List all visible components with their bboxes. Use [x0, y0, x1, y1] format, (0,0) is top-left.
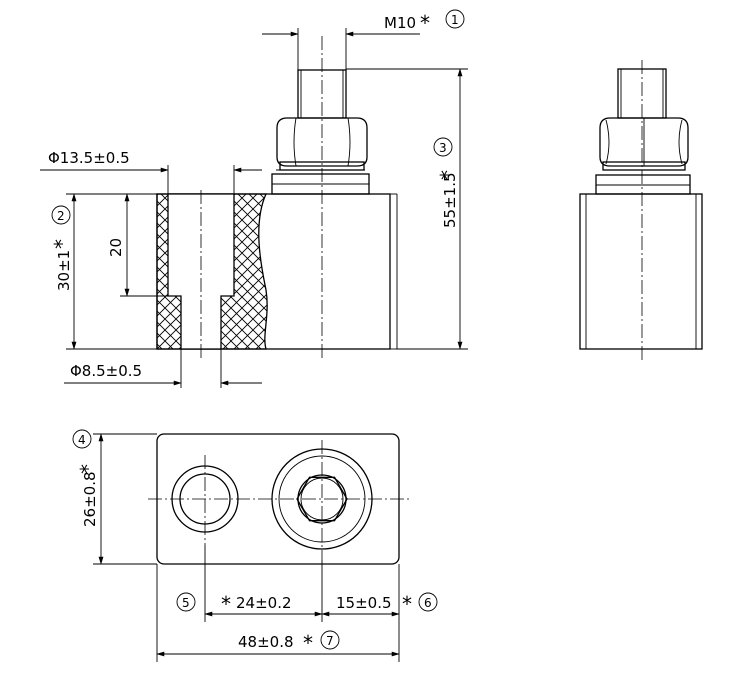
ref-number: 1	[451, 13, 459, 27]
critical-mark: *	[50, 239, 74, 249]
critical-mark: *	[436, 170, 460, 180]
dim-hole-spacing-label: 24±0.2	[236, 594, 292, 612]
ref-number: 2	[57, 209, 65, 223]
dim-width-label: 26±0.8	[81, 471, 99, 527]
critical-mark: *	[221, 592, 231, 616]
dim-total-height-label: 55±1.5	[441, 172, 459, 228]
hex-nut	[276, 117, 368, 167]
side-body	[579, 193, 703, 350]
critical-mark: *	[76, 464, 100, 474]
front-view	[156, 36, 398, 360]
ref-number: 3	[439, 141, 447, 155]
ref-number: 5	[182, 596, 190, 610]
ref-number: 6	[424, 596, 432, 610]
critical-mark: *	[420, 11, 430, 35]
dim-body-height-label: 30±1	[55, 250, 73, 291]
critical-mark: *	[402, 592, 412, 616]
ref-number: 7	[326, 634, 334, 648]
dim-bore-depth-label: 20	[107, 238, 125, 257]
dim-thread-label: M10	[384, 14, 416, 32]
critical-mark: *	[303, 631, 313, 655]
ref-number: 4	[78, 433, 86, 447]
dim-stud-offset-label: 15±0.5	[336, 594, 392, 612]
dim-total-length-label: 48±0.8	[238, 633, 294, 651]
dimensions: M10 * 1 3 55±1.5 * Φ13.5±0.5 20 2 * 30±1	[40, 9, 468, 662]
dim-bore-inner-label: Φ8.5±0.5	[70, 362, 142, 380]
top-view	[148, 433, 410, 565]
side-view	[579, 60, 703, 360]
dim-bore-outer-label: Φ13.5±0.5	[48, 149, 130, 167]
